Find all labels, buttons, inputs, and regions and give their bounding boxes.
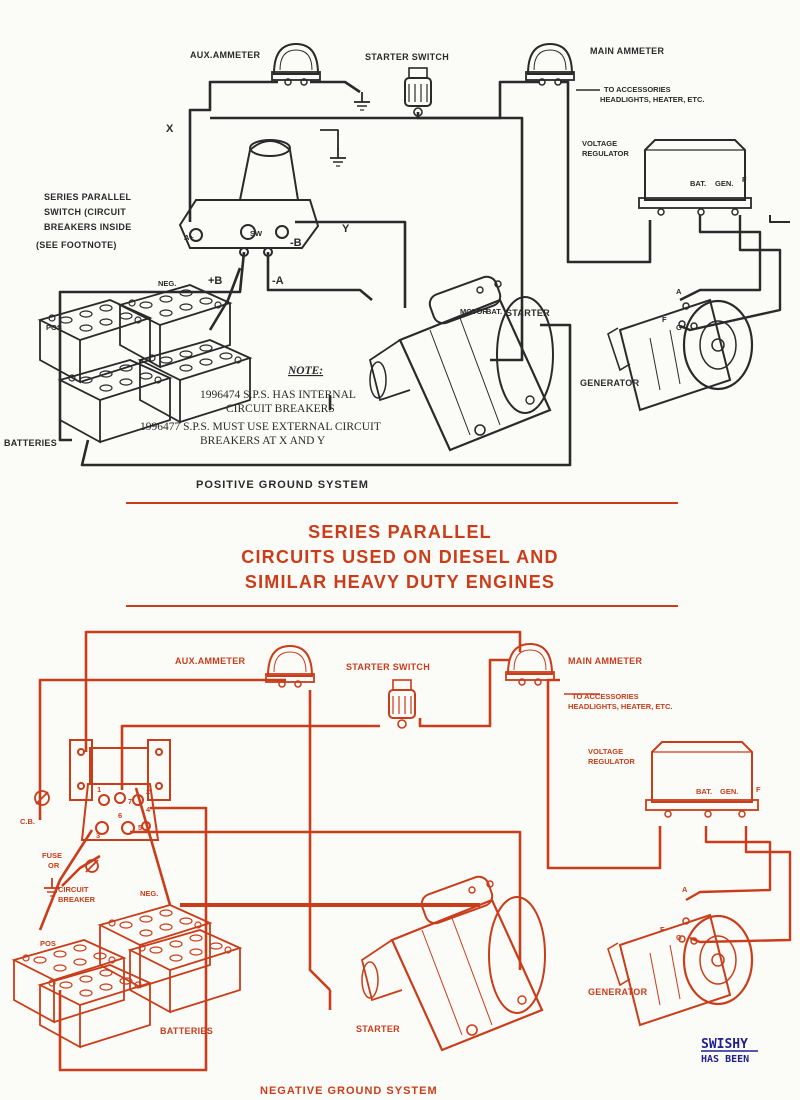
- watermark: SWISHY HAS BEEN: [701, 1037, 758, 1065]
- top-gen-g-label: G: [676, 323, 682, 332]
- top-gen-a-label: A: [676, 287, 682, 296]
- top-aux-ground-icon: [353, 91, 371, 111]
- top-sps-ground-icon: [329, 147, 347, 167]
- bottom-gen-g-label: G: [676, 933, 682, 942]
- top-main-ammeter: [525, 43, 575, 86]
- bottom-main-ammeter-label: MAIN AMMETER: [568, 656, 642, 666]
- top-sps-label-4: (SEE FOOTNOTE): [36, 240, 117, 250]
- bottom-aux-ammeter-label: AUX.AMMETER: [175, 656, 245, 666]
- bottom-starter-switch-label: STARTER SWITCH: [346, 662, 430, 672]
- bottom-generator-label: GENERATOR: [588, 987, 648, 997]
- top-sps-label-2: SWITCH (CIRCUIT: [44, 207, 126, 217]
- bottom-accessories-label-2: HEADLIGHTS, HEATER, ETC.: [568, 702, 672, 711]
- top-reg-gen-label: GEN.: [715, 179, 733, 188]
- bottom-term-1: 1: [97, 785, 101, 794]
- bottom-diagram: [13, 630, 792, 1072]
- bottom-gen-f-label: F: [660, 925, 665, 934]
- top-sps-label-1: SERIES PARALLEL: [44, 192, 132, 202]
- bottom-pos-label: POS: [40, 939, 56, 948]
- bottom-battery-2: [99, 904, 211, 988]
- title-block: SERIES PARALLEL CIRCUITS USED ON DIESEL …: [126, 502, 678, 607]
- top-a-plus-label: A+: [184, 233, 194, 242]
- top-note-heading: NOTE:: [287, 365, 323, 377]
- bottom-starter-label: STARTER: [356, 1024, 400, 1034]
- top-note-line-2: CIRCUIT BREAKERS: [226, 403, 335, 415]
- top-neg-label: NEG.: [158, 279, 176, 288]
- top-x-label: X: [166, 123, 174, 135]
- top-sw-label: SW: [250, 229, 263, 238]
- bottom-main-ammeter: [505, 643, 555, 686]
- title-line-3: SIMILAR HEAVY DUTY ENGINES: [245, 572, 555, 592]
- top-pos-label: POS: [46, 323, 62, 332]
- top-batteries-label: BATTERIES: [4, 438, 57, 448]
- top-voltage-label-1: VOLTAGE: [582, 139, 617, 148]
- bottom-voltage-regulator: [645, 741, 759, 818]
- top-aux-ammeter: [271, 43, 321, 86]
- bottom-gen-a-label: A: [682, 885, 688, 894]
- top-starter-switch-label: STARTER SWITCH: [365, 52, 449, 62]
- bottom-battery-3: [39, 964, 151, 1048]
- top-plus-b-label: +B: [208, 275, 222, 287]
- bottom-series-parallel-switch: [69, 739, 171, 841]
- top-wires: [58, 80, 790, 467]
- top-main-ammeter-label: MAIN AMMETER: [590, 46, 664, 56]
- bottom-reg-bat-label: BAT.: [696, 787, 712, 796]
- bottom-fuse-label-1: FUSE: [42, 851, 62, 860]
- top-note-line-1: 1996474 S.P.S. HAS INTERNAL: [200, 389, 356, 401]
- top-diagram: [39, 43, 790, 467]
- bottom-term-3: 3: [96, 831, 100, 840]
- bottom-neg-label: NEG.: [140, 889, 158, 898]
- bottom-term-7: 7: [128, 797, 132, 806]
- top-reg-f-label: F: [742, 175, 747, 184]
- top-accessories-label-2: HEADLIGHTS, HEATER, ETC.: [600, 95, 704, 104]
- bottom-caption: NEGATIVE GROUND SYSTEM: [260, 1085, 438, 1097]
- top-generator-label: GENERATOR: [580, 378, 640, 388]
- top-generator: [606, 298, 754, 412]
- top-minus-a-label: -A: [272, 275, 284, 287]
- top-caption: POSITIVE GROUND SYSTEM: [196, 479, 369, 491]
- bottom-circuit-breaker: [34, 790, 99, 873]
- bottom-fuse-label-3: CIRCUIT: [58, 885, 89, 894]
- top-bat-term-label: BAT.: [486, 307, 502, 316]
- top-sps-label-3: BREAKERS INSIDE: [44, 222, 132, 232]
- top-note-line-4: BREAKERS AT X AND Y: [200, 435, 326, 447]
- bottom-reg-gen-label: GEN.: [720, 787, 738, 796]
- top-y-label: Y: [342, 223, 350, 235]
- title-line-2: CIRCUITS USED ON DIESEL AND: [241, 547, 558, 567]
- bottom-reg-f-label: F: [756, 785, 761, 794]
- top-motor-label: MOTOR: [460, 307, 488, 316]
- bottom-voltage-label-1: VOLTAGE: [588, 747, 623, 756]
- top-starter-switch: [404, 67, 432, 117]
- top-note-line-3: 1996477 S.P.S. MUST USE EXTERNAL CIRCUIT: [140, 421, 381, 433]
- top-reg-bat-label: BAT.: [690, 179, 706, 188]
- top-starter-motor: [368, 272, 555, 452]
- title-line-1: SERIES PARALLEL: [308, 522, 492, 542]
- bottom-generator: [606, 913, 754, 1027]
- top-accessories-label-1: TO ACCESSORIES: [604, 85, 671, 94]
- top-series-parallel-switch: [178, 139, 320, 257]
- bottom-battery-1: [13, 939, 125, 1023]
- top-minus-b-label: -B: [290, 237, 302, 249]
- bottom-starter-switch: [388, 679, 416, 729]
- watermark-line-1: SWISHY: [701, 1037, 748, 1052]
- bottom-voltage-label-2: REGULATOR: [588, 757, 635, 766]
- bottom-cb-label: C.B.: [20, 817, 35, 826]
- top-voltage-regulator: [638, 139, 752, 216]
- bottom-term-6: 6: [118, 811, 122, 820]
- bottom-batteries-label: BATTERIES: [160, 1026, 213, 1036]
- bottom-wires: [38, 630, 792, 1072]
- top-aux-ammeter-label: AUX.AMMETER: [190, 50, 260, 60]
- bottom-fuse-label-2: OR: [48, 861, 60, 870]
- bottom-term-2: 2: [146, 787, 150, 796]
- bottom-fuse-label-4: BREAKER: [58, 895, 96, 904]
- bottom-term-5: 5: [138, 823, 142, 832]
- watermark-line-2: HAS BEEN: [701, 1054, 749, 1065]
- top-voltage-label-2: REGULATOR: [582, 149, 629, 158]
- bottom-accessories-label-1: TO ACCESSORIES: [572, 692, 639, 701]
- top-gen-f-label: F: [662, 315, 667, 324]
- top-starter-label: STARTER: [506, 308, 550, 318]
- bottom-term-4: 4: [146, 805, 151, 814]
